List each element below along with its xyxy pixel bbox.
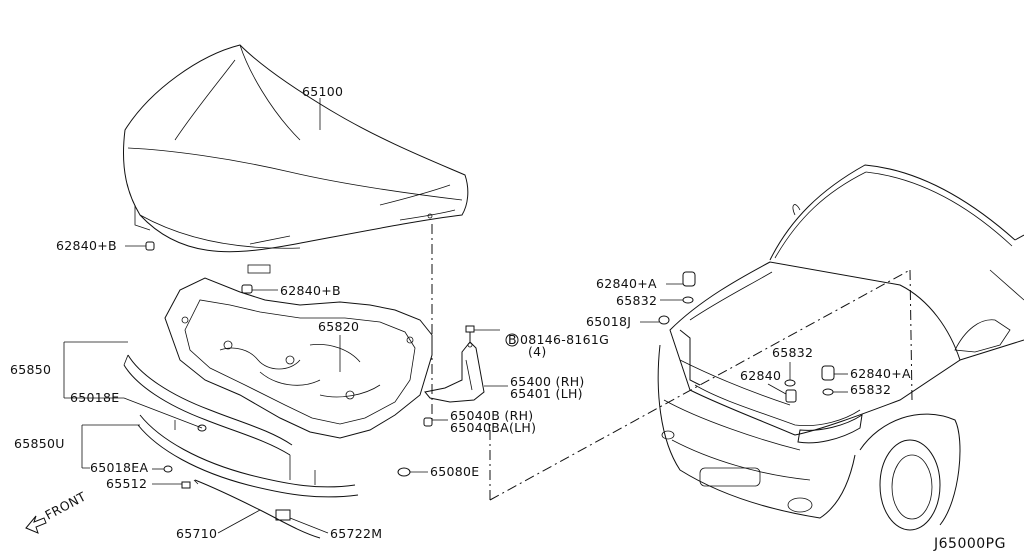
label-62840-b-center: 62840+B [280,283,341,298]
hood-seal-upper [123,354,293,456]
label-08146-8161g: 08146-8161G [520,332,609,347]
cap-65832-upper [682,296,694,304]
hood-bumper-main [785,389,797,403]
hood-panel [122,44,469,274]
label-65040ba-lh: 65040BA(LH) [450,420,536,435]
label-62840: 62840 [740,368,781,383]
hood-bumper-center [241,284,278,294]
label-65722m: 65722M [330,526,382,541]
label-65400-rh: 65400 (RH) [510,374,585,389]
label-65850: 65850 [10,362,51,377]
label-65820: 65820 [318,319,359,334]
hinge-bolt [465,325,500,342]
hood-insulator [164,277,433,439]
label-bolt-qty: (4) [528,344,547,359]
front-arrow-icon [25,515,47,534]
clip-65018ea [163,465,173,473]
washer [397,467,411,477]
clip-65512 [181,481,191,489]
bumper-a-lower [821,365,835,381]
label-65710: 65710 [176,526,217,541]
label-62840-a-lower: 62840+A [850,366,911,381]
cap-65832-lower [822,388,834,396]
label-65018e: 65018E [70,390,119,405]
clip-65018j [658,315,670,325]
label-65018j: 65018J [586,314,631,329]
label-62840-b-left: 62840+B [56,238,117,253]
bumper-a-upper [682,271,696,287]
label-diagram-reference: J65000PG [933,536,1006,552]
clip-65018e [197,424,207,432]
label-65080e: 65080E [430,464,479,479]
hood-bumper-left [125,241,155,251]
label-front: FRONT [42,489,88,523]
label-62840-a-upper: 62840+A [596,276,657,291]
label-65100: 65100 [302,84,343,99]
label-65850u: 65850U [14,436,65,451]
hood-hinge [424,341,485,403]
rod-grommet [275,509,291,521]
label-65512: 65512 [106,476,147,491]
label-65832-lower: 65832 [850,382,891,397]
label-65832-mid: 65832 [772,345,813,360]
label-65401-lh: 65401 (LH) [510,386,583,401]
cap-65832-mid [784,379,796,387]
car-front-view [657,164,1024,531]
hood-stay-bracket [423,417,433,427]
hood-seal-lower [137,414,359,498]
label-65832-upper: 65832 [616,293,657,308]
svg-text:B: B [508,332,517,347]
label-65018ea: 65018EA [90,460,148,475]
label-65040b-rh: 65040B (RH) [450,408,533,423]
bolt-circle-icon: B [505,332,519,347]
